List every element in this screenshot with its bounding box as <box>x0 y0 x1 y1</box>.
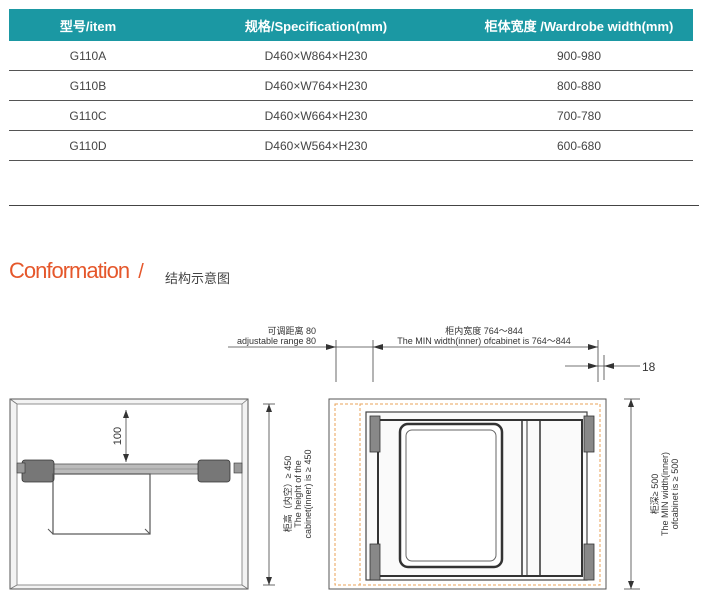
arrow-icon <box>604 363 614 369</box>
height-label-en-1: The height of the <box>293 460 303 528</box>
arrow-icon <box>373 344 383 350</box>
table-row: G110C D460×W664×H230 700-780 <box>9 100 693 131</box>
table-cell-width: 700-780 <box>465 100 693 131</box>
bracket-top-right <box>583 415 595 453</box>
section-subtitle: 结构示意图 <box>165 272 231 287</box>
adjust-range-outline-inner <box>359 403 601 586</box>
basket-frame <box>52 473 151 535</box>
table-cell-spec: D460×W764×H230 <box>167 70 465 101</box>
table-cell-spec: D460×W564×H230 <box>167 130 465 161</box>
table-cell-spec: D460×W664×H230 <box>167 100 465 131</box>
bracket-bottom-right <box>583 543 595 581</box>
bracket-bottom-left <box>369 543 381 581</box>
section-title-text: Conformation <box>9 258 130 283</box>
table-header-row: 型号/item 规格/Specification(mm) 柜体宽度 /Wardr… <box>9 9 693 41</box>
cabinet-inner <box>16 403 243 586</box>
spec-table: 型号/item 规格/Specification(mm) 柜体宽度 /Wardr… <box>9 9 693 161</box>
gap-label: 18 <box>642 360 656 374</box>
height-label-en-2: cabinet(inner) is ≥ 450 <box>303 450 313 539</box>
depth-label-en-2: ofcabinet is ≥ 500 <box>670 459 680 529</box>
arrow-icon <box>588 344 598 350</box>
basket-top-tray <box>398 422 504 569</box>
table-cell-item: G110B <box>9 70 167 101</box>
table-row: G110D D460×W564×H230 600-680 <box>9 130 693 161</box>
basket-top-rail <box>377 419 583 577</box>
top-view: 柜深≥ 500 The MIN width(inner) ofcabinet i… <box>328 398 680 590</box>
depth-label-en-1: The MIN width(inner) <box>660 452 670 536</box>
header-wardrobe-width: 柜体宽度 /Wardrobe width(mm) <box>465 9 693 41</box>
section-title: Conformation / <box>9 258 144 284</box>
height-dim-label: 100 <box>112 427 124 445</box>
right-bracket <box>197 459 231 483</box>
table-cell-width: 800-880 <box>465 70 693 101</box>
header-item: 型号/item <box>9 9 167 41</box>
min-width-label-en: The MIN width(inner) ofcabinet is 764～84… <box>397 336 571 346</box>
arrow-icon <box>588 363 598 369</box>
table-cell-width: 900-980 <box>465 41 693 71</box>
adjust-label-en: adjustable range 80 <box>237 336 316 346</box>
table-cell-item: G110A <box>9 41 167 71</box>
table-row: G110B D460×W764×H230 800-880 <box>9 70 693 101</box>
depth-label-cn: 柜深≥ 500 <box>649 474 660 514</box>
height-label-cn: 柜高（内空）≥ 450 <box>282 456 293 532</box>
header-specification: 规格/Specification(mm) <box>167 9 465 41</box>
adjust-label-cn: 可调距离 80 <box>267 325 316 336</box>
left-bracket <box>21 459 55 483</box>
bracket-top-left <box>369 415 381 453</box>
table-cell-item: G110D <box>9 130 167 161</box>
min-width-label-cn: 柜内宽度 764～844 <box>445 325 523 336</box>
table-cell-spec: D460×W864×H230 <box>167 41 465 71</box>
arrow-icon <box>326 344 336 350</box>
cabinet-top-outline <box>328 398 607 590</box>
table-cell-width: 600-680 <box>465 130 693 161</box>
front-view: 100 柜高（内空）≥ 450 The height of the cabine… <box>9 398 313 590</box>
section-title-slash: / <box>138 261 143 283</box>
section-divider <box>9 205 699 206</box>
table-cell-item: G110C <box>9 100 167 131</box>
table-row: G110A D460×W864×H230 900-980 <box>9 41 693 71</box>
